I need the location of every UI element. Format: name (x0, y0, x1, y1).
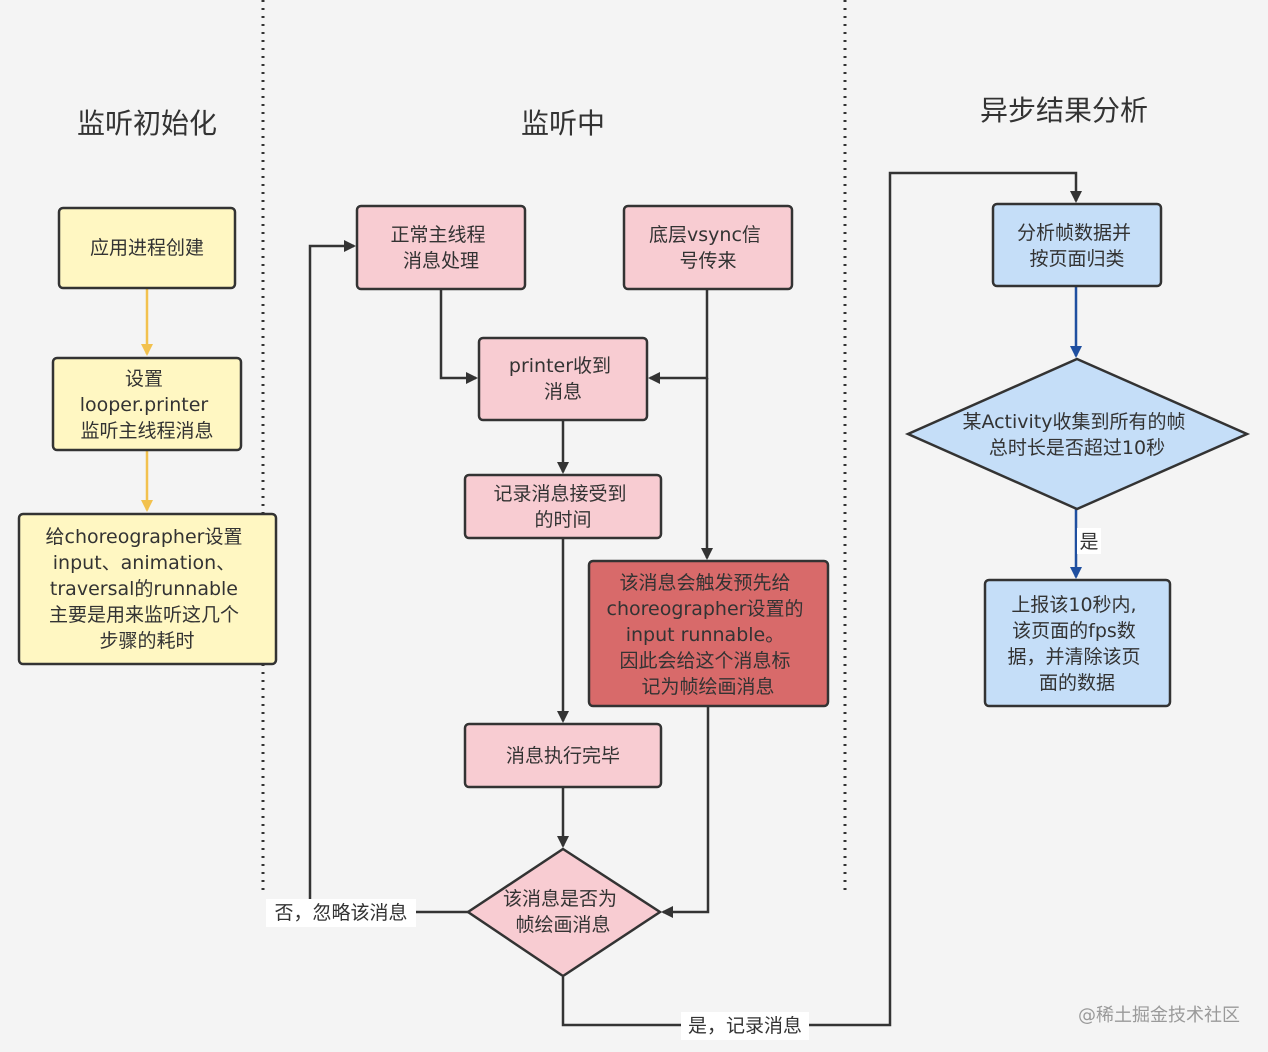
svg-text:上报该10秒内, 该页面的fps数: 上报该10秒内, 该页面的fps数 据，并清除该页 面的数据 (1007, 594, 1146, 694)
node-choreographer: 给choreographer设置 input、animation、 traver… (17, 512, 278, 666)
node-set-printer: 设置 looper.printer 监听主线程消息 (51, 356, 243, 452)
edge-trigger-to-decision (661, 706, 710, 918)
node-msg-done: 消息执行完毕 (463, 722, 663, 789)
svg-text:设置 looper.printer: 设置 looper.printer 监听主线程消息 (80, 368, 215, 442)
svg-text:消息执行完毕: 消息执行完毕 (506, 745, 620, 767)
node-analyze-frames: 分析帧数据并 按页面归类 (991, 202, 1163, 288)
node-over-10s-decision: 某Activity收集到所有的帧 总时长是否超过10秒 (904, 357, 1251, 511)
svg-text:printer收到 消息: printer收到 消息 (509, 355, 617, 403)
node-create-process: 应用进程创建 (57, 206, 237, 290)
svg-text:底层vsync信 号传来: 底层vsync信 号传来 (649, 224, 767, 272)
edge-label-yes: 是 (1079, 531, 1098, 553)
node-vsync: 底层vsync信 号传来 (622, 204, 794, 291)
edge-label-bg (1077, 528, 1101, 554)
node-printer-receive: printer收到 消息 (477, 336, 649, 422)
column-title-analysis: 异步结果分析 (980, 94, 1148, 127)
column-title-listening: 监听中 (521, 107, 605, 140)
edge-label-no-ignore: 否，忽略该消息 (274, 902, 407, 924)
svg-text:应用进程创建: 应用进程创建 (90, 237, 204, 259)
edge-decision-no-loop (308, 240, 468, 914)
svg-text:该消息是否为 帧绘画消息: 该消息是否为 帧绘画消息 (503, 888, 623, 936)
svg-text:某Activity收集到所有的帧 总时长是否超过: 某Activity收集到所有的帧 总时长是否超过10秒 (962, 411, 1191, 459)
edge-vsync-to-printer (648, 289, 709, 384)
edge-label-bg (266, 899, 416, 927)
node-record-time: 记录消息接受到 的时间 (463, 473, 663, 540)
edge-label-yes-record: 是，记录消息 (688, 1015, 802, 1037)
svg-text:记录消息接受到 的时间: 记录消息接受到 的时间 (493, 483, 632, 531)
svg-text:分析帧数据并 按页面归类: 分析帧数据并 按页面归类 (1017, 222, 1137, 270)
svg-text:正常主线程 消息处理: 正常主线程 消息处理 (390, 224, 491, 272)
edge-mainthread-to-printer (439, 289, 478, 384)
node-report: 上报该10秒内, 该页面的fps数 据，并清除该页 面的数据 (983, 578, 1172, 708)
edge-decision-yes-to-analysis (561, 171, 1082, 1027)
svg-text:该消息会触发预先给 choreographer设: 该消息会触发预先给 choreographer设置的 input runnabl… (607, 572, 810, 698)
column-title-init: 监听初始化 (77, 107, 217, 140)
node-main-thread-msg: 正常主线程 消息处理 (355, 204, 527, 291)
edge-label-bg (681, 1012, 809, 1040)
node-trigger-runnable: 该消息会触发预先给 choreographer设置的 input runnabl… (587, 559, 830, 708)
watermark: @稀土掘金技术社区 (1078, 1005, 1240, 1026)
svg-text:给choreographer设置 input、a: 给choreographer设置 input、animation、 traver… (46, 526, 249, 652)
node-is-frame-msg-decision: 该消息是否为 帧绘画消息 (465, 847, 663, 978)
